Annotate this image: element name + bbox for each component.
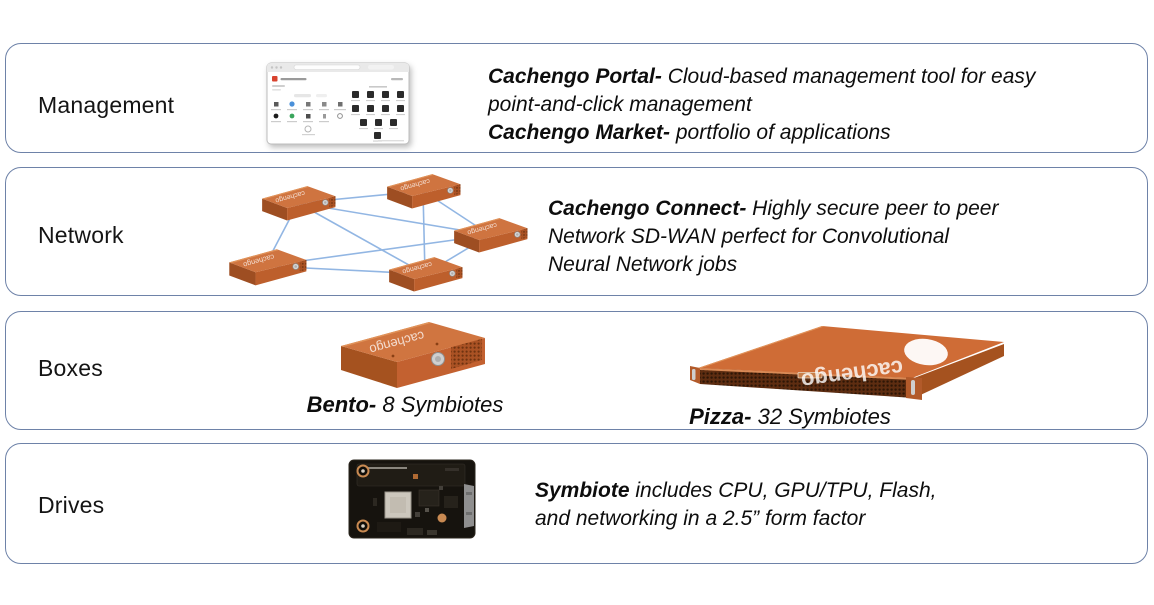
symbiote-pcb-image [348,459,476,539]
pizza-caption: Pizza- 32 Symbiotes [689,404,891,429]
description-line: Neural Network jobs [548,253,738,276]
pcb-top-module [356,463,466,487]
bento-box-image: cachengo [341,322,485,388]
description-line: Cachengo Market- portfolio of applicatio… [488,121,891,144]
portal-action-icons [271,101,346,136]
browser-address-bar [293,64,361,70]
description-line: Cachengo Connect- Highly secure peer to … [548,197,999,220]
description-line: Network SD-WAN perfect for Convolutional [548,225,950,248]
row-management [5,43,1148,153]
portal-device-grid [351,86,405,142]
description-line: point-and-click management [488,93,752,116]
management-description: Cachengo Portal- Cloud-based management … [488,63,1035,147]
portal-admin-menu [391,78,403,81]
drives-description: Symbiote includes CPU, GPU/TPU, Flash, a… [535,477,936,533]
bento-caption: Bento- 8 Symbiotes [306,392,504,417]
pcb-sata-connector [464,484,474,528]
description-line: Symbiote includes CPU, GPU/TPU, Flash, [535,479,937,502]
cachengo-portal-screenshot-image [266,62,410,145]
description-line: and networking in a 2.5” form factor [535,507,866,530]
network-mesh-image [228,173,528,292]
network-description: Cachengo Connect- Highly secure peer to … [548,195,998,279]
row-network [5,167,1148,296]
row-drives [5,443,1148,564]
cachengo-logo-blob [904,338,948,366]
pizza-server-image: cachengo [690,326,1004,400]
row-label-boxes: Boxes [38,355,103,381]
description-line: Cachengo Portal- Cloud-based management … [488,65,1036,88]
row-label-network: Network [38,222,124,248]
pizza-front-badge [797,372,823,379]
row-label-drives: Drives [38,492,105,518]
row-label-management: Management [38,92,175,118]
portal-logo-icon [272,76,278,82]
